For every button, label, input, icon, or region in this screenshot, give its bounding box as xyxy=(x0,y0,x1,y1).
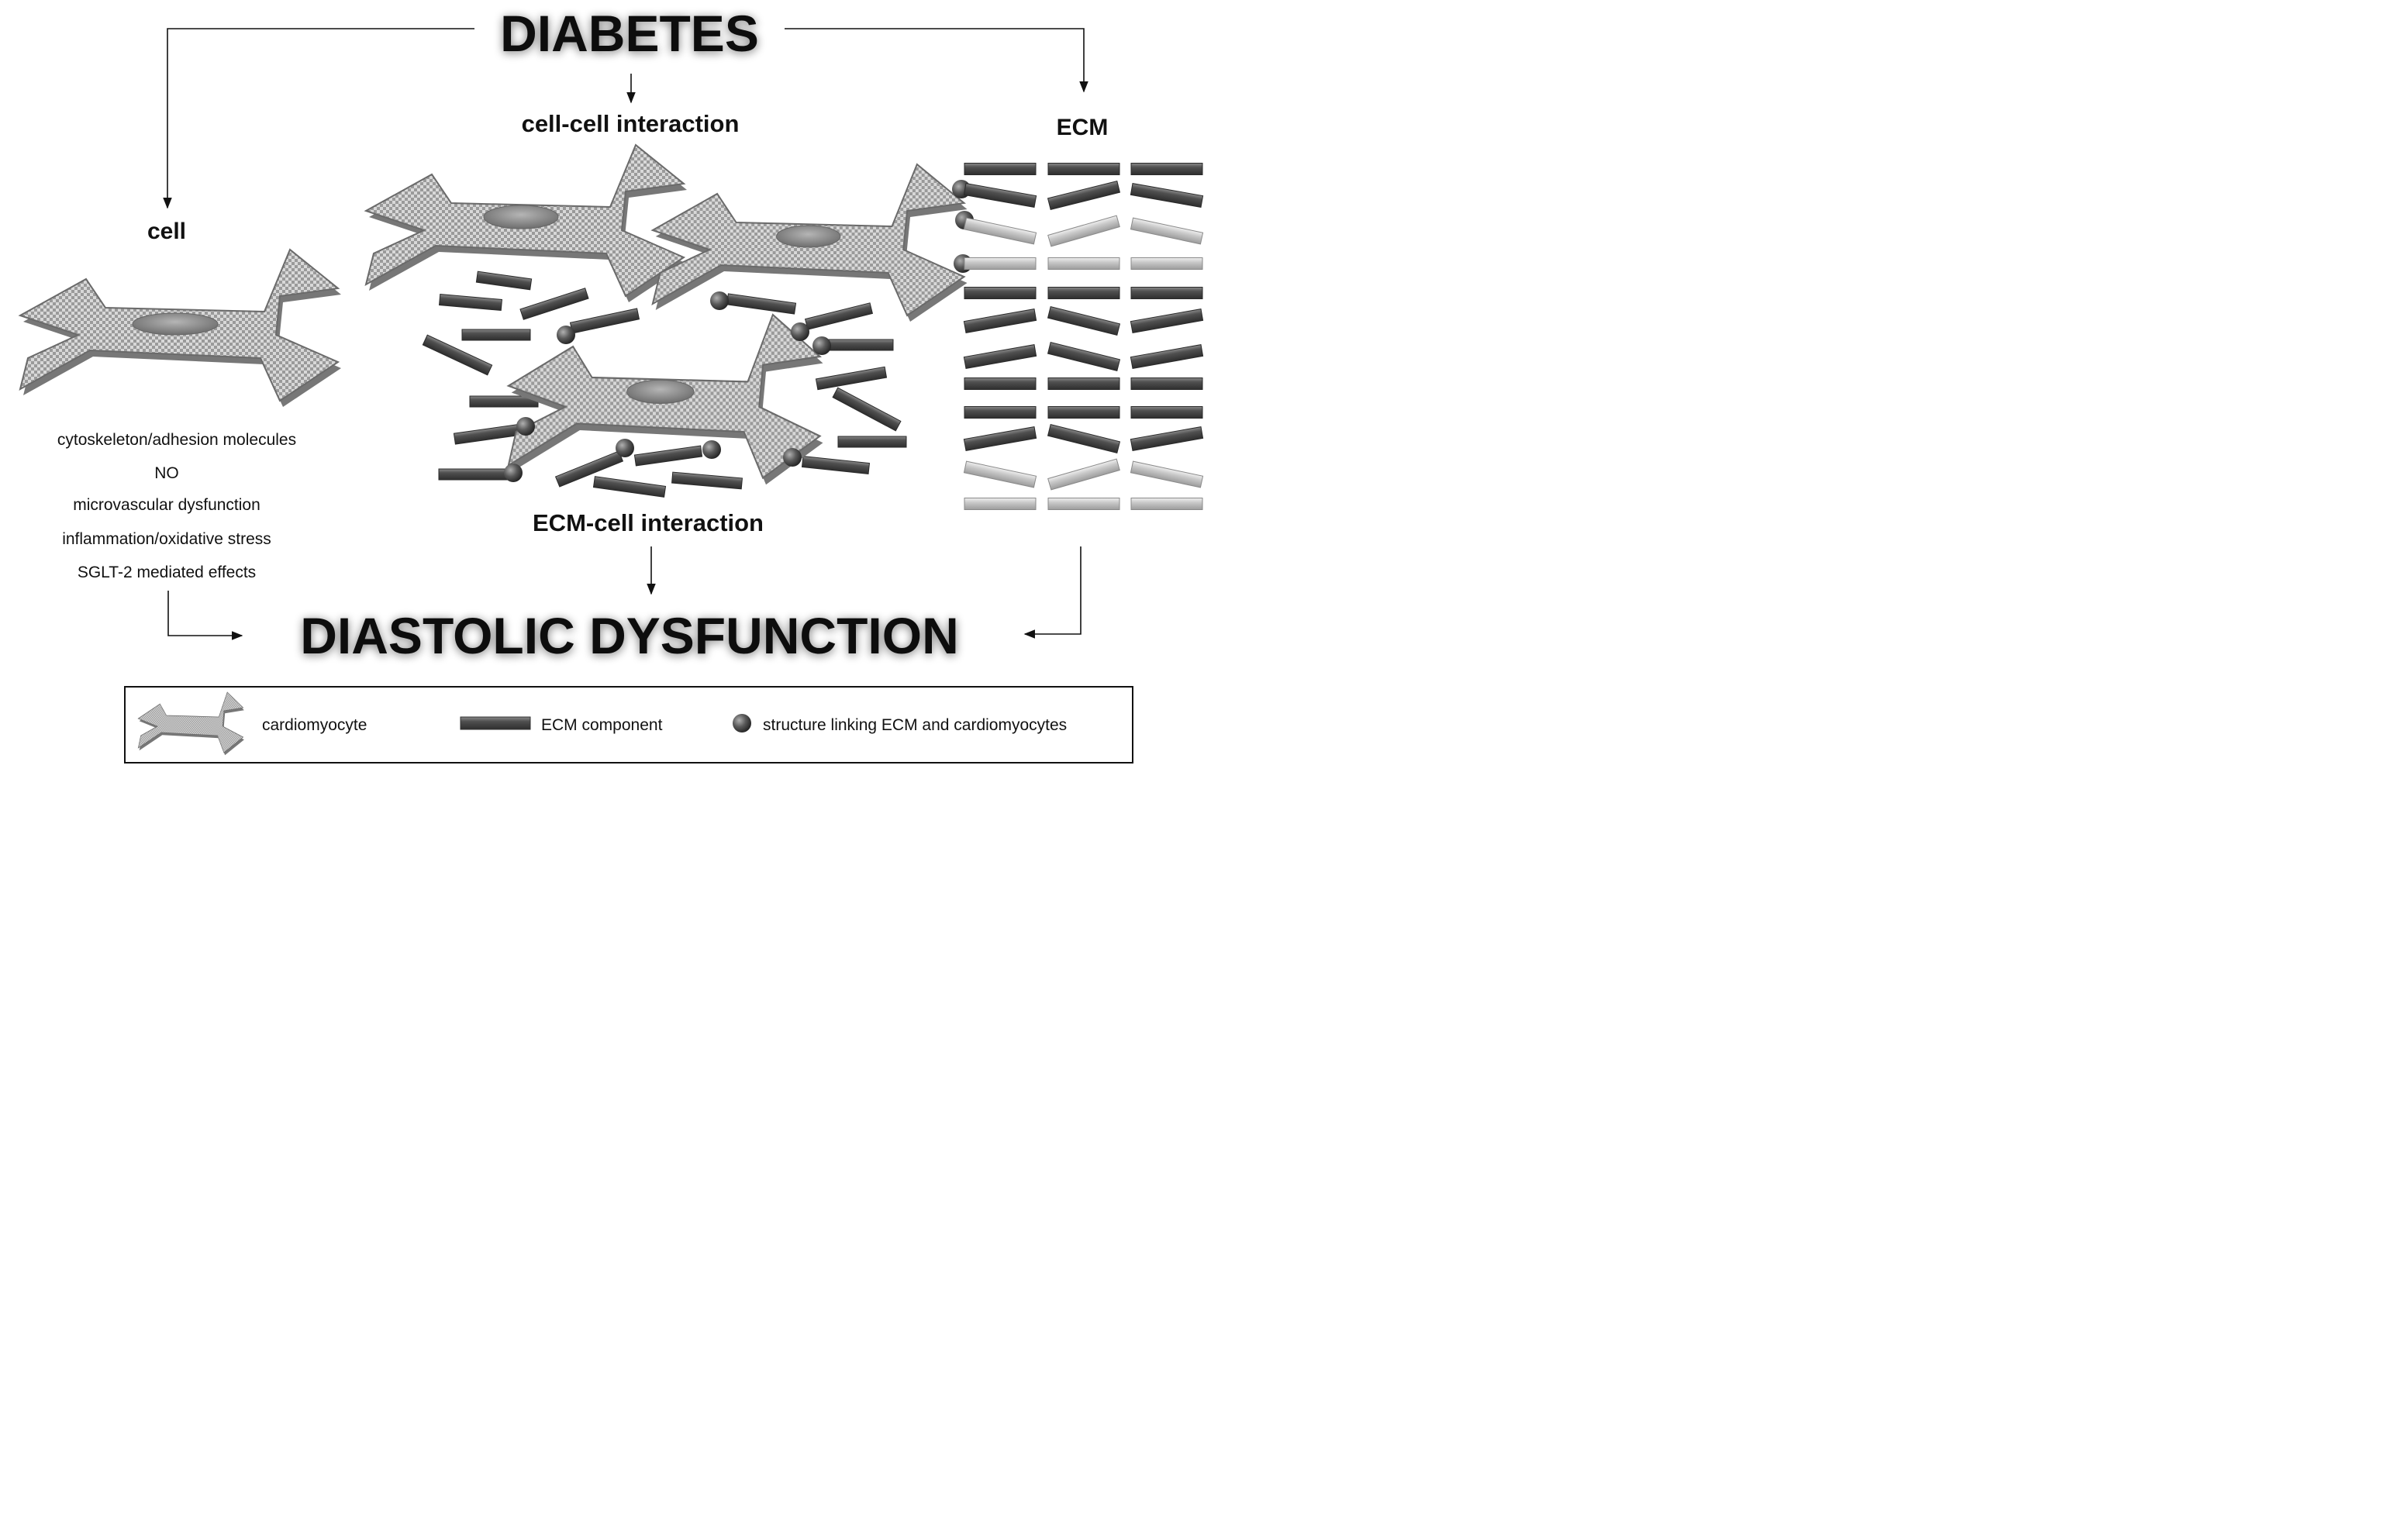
ecm-component xyxy=(1130,257,1203,270)
ecm-component xyxy=(1047,287,1120,299)
linker-ball xyxy=(710,291,729,310)
cell-factor: microvascular dysfunction xyxy=(73,496,260,514)
ecm-component xyxy=(963,309,1037,333)
ecm-component xyxy=(832,387,902,432)
legend: cardiomyocyte ECM component structure li… xyxy=(124,686,1133,764)
cell-factor: inflammation/oxidative stress xyxy=(62,530,271,548)
ecm-component xyxy=(963,426,1037,451)
cardiomyocyte-single xyxy=(19,249,342,408)
linker-ball xyxy=(791,322,809,341)
ecm-component xyxy=(963,460,1037,488)
nucleus xyxy=(776,225,841,248)
ecm-component xyxy=(461,329,531,341)
ecm-component xyxy=(1130,183,1204,208)
diabetes-diastolic-dysfunction-diagram: DIABETES DIASTOLIC DYSFUNCTION cell cell… xyxy=(19,5,1204,764)
ecm-component xyxy=(1047,458,1120,491)
linker-ball xyxy=(504,464,523,482)
cell-label: cell xyxy=(147,219,186,244)
ecm-grid xyxy=(963,163,1204,510)
ecm-component xyxy=(963,183,1037,208)
cardiomyocyte-top-right xyxy=(651,164,968,322)
ecm-component xyxy=(964,406,1037,419)
ecm-component xyxy=(801,455,871,475)
linker-ball xyxy=(616,439,634,457)
legend-cardiomyocyte-label: cardiomyocyte xyxy=(262,716,367,734)
ecm-component xyxy=(1130,344,1204,369)
ecm-component xyxy=(824,339,894,351)
ecm-component xyxy=(1047,215,1120,247)
ecm-component xyxy=(837,436,907,448)
ecm-component xyxy=(1047,498,1120,510)
ecm-component xyxy=(1047,305,1121,336)
ecm-component xyxy=(1130,377,1203,390)
ecm-component xyxy=(1130,287,1203,299)
cardiomyocyte-bottom xyxy=(507,313,824,486)
ecm-component xyxy=(726,293,797,315)
ecm-component xyxy=(815,366,888,391)
cell-factor-list: cytoskeleton/adhesion molecules NO micro… xyxy=(57,431,296,581)
cardiomyocyte-top-left xyxy=(365,144,688,303)
ecm-component xyxy=(422,334,493,376)
cell-factor: cytoskeleton/adhesion molecules xyxy=(57,431,296,449)
ecm-component xyxy=(519,288,589,320)
linker-ball xyxy=(702,440,721,459)
ecm-cell-label: ECM-cell interaction xyxy=(533,509,764,536)
ecm-scatter xyxy=(422,271,907,498)
ecm-component xyxy=(1047,163,1120,175)
linker-ball xyxy=(783,448,802,467)
legend-linker-label: structure linking ECM and cardiomyocytes xyxy=(763,716,1067,734)
ecm-component xyxy=(1047,341,1121,372)
linker-ball xyxy=(557,326,575,344)
outcome-title: DIASTOLIC DYSFUNCTION xyxy=(300,607,958,664)
nucleus xyxy=(626,379,695,405)
flow-arrows xyxy=(163,28,1088,640)
ecm-component xyxy=(804,302,874,330)
ecm-component xyxy=(1047,406,1120,419)
legend-ecm-component-label: ECM component xyxy=(541,716,663,734)
ecm-component xyxy=(964,498,1037,510)
ecm-component xyxy=(475,271,533,291)
ecm-component xyxy=(1130,460,1204,488)
ecm-component xyxy=(964,377,1037,390)
arrow-diabetes-to-ecm xyxy=(785,28,1088,93)
ecm-component xyxy=(1130,426,1204,451)
ecm-component xyxy=(633,445,703,467)
cell-factor: NO xyxy=(154,464,179,482)
ecm-component xyxy=(592,476,667,498)
arrow-ecm-to-outcome xyxy=(1023,546,1082,639)
nucleus xyxy=(483,205,559,229)
ecm-component xyxy=(1130,406,1203,419)
ecm-component xyxy=(1130,498,1203,510)
ecm-component xyxy=(438,468,508,481)
linker-ball xyxy=(812,336,831,355)
ecm-component xyxy=(439,293,502,312)
ecm-component xyxy=(1130,163,1203,175)
ecm-component xyxy=(453,423,524,445)
legend-ecm-component-icon xyxy=(460,716,531,730)
ecm-component xyxy=(963,217,1037,245)
ecm-component xyxy=(1047,180,1121,211)
ecm-component xyxy=(964,163,1037,175)
legend-linker-icon xyxy=(733,714,751,732)
ecm-component xyxy=(1047,257,1120,270)
ecm-component xyxy=(1047,377,1120,390)
nucleus xyxy=(132,312,219,336)
ecm-label: ECM xyxy=(1057,115,1109,140)
legend-box xyxy=(124,686,1133,764)
cell-factor: SGLT-2 mediated effects xyxy=(78,564,256,581)
arrow-diabetes-to-cell xyxy=(163,28,474,209)
ecm-component xyxy=(1130,217,1204,245)
arrow-cell-to-outcome xyxy=(167,591,243,640)
ecm-component xyxy=(569,308,640,334)
cell-cell-label: cell-cell interaction xyxy=(522,110,740,137)
ecm-component xyxy=(1130,309,1204,333)
ecm-component xyxy=(1047,423,1121,454)
ecm-component xyxy=(964,257,1037,270)
diabetes-title: DIABETES xyxy=(500,5,759,62)
linker-ball xyxy=(516,417,535,436)
ecm-component xyxy=(964,287,1037,299)
ecm-component xyxy=(671,471,743,490)
ecm-component xyxy=(963,344,1037,369)
